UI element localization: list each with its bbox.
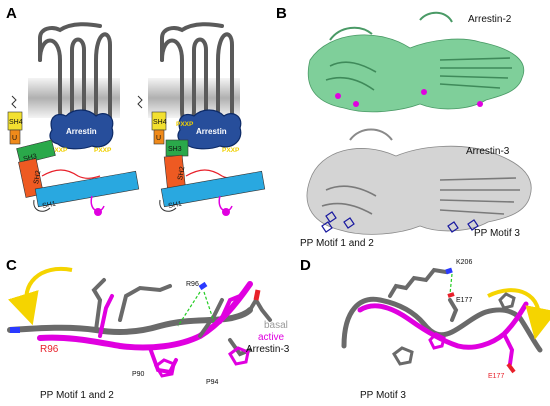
u-label-left: U [12, 135, 17, 142]
pxxp-left-1: PXXP [50, 147, 68, 154]
k206-sidechain [388, 267, 448, 298]
sh1-domain-left [34, 170, 140, 208]
r96-top-label: R96 [186, 281, 199, 288]
receptor-loop-right [160, 22, 224, 62]
pp-motif-3-residues [447, 219, 479, 233]
panel-d-letter: D [300, 257, 311, 274]
sh1-label-left: SH1 [42, 201, 57, 210]
u-domain-right [153, 129, 165, 145]
sh3-label-right: SH3 [168, 146, 182, 153]
e177-top-label: E177 [456, 297, 472, 304]
e177-active-sidechain [502, 332, 515, 366]
active-backbone-d [357, 301, 529, 350]
arrestin-2-pp-site-2 [353, 101, 359, 107]
proline-ring-d-3 [498, 292, 516, 310]
panel-a-letter: A [6, 5, 17, 22]
phospho-dot-left [94, 208, 102, 216]
sh2-domain-left [18, 158, 44, 198]
r96-bottom-label: R96 [40, 344, 59, 355]
arrestin-label-right: Arrestin [196, 127, 227, 136]
panel-a-left-schematic: Arrestin PXXP PXXP SH4 U SH3 SH2 SH1 [7, 22, 140, 216]
lipid-tail-left [11, 95, 17, 109]
panel-c: C R96 R96 P90 P94 basal active Arrestin-… [6, 257, 290, 401]
arrestin-3-label: Arrestin-3 [466, 146, 510, 157]
legend-arrestin-3: Arrestin-3 [246, 344, 290, 355]
legend-active: active [258, 332, 285, 343]
p94-ring [228, 346, 250, 366]
r96-guanidinium [198, 281, 208, 291]
basal-sidechains-c [91, 278, 272, 357]
pp-motif-3-label: PP Motif 3 [474, 228, 520, 239]
sh3-domain-left [16, 139, 56, 165]
u-domain-left [9, 129, 21, 145]
pxxp-right-1: PXXP [176, 121, 194, 128]
lipid-tail-right [137, 95, 143, 109]
sh1-tail-right [159, 199, 177, 212]
conformational-arrow-d [487, 288, 550, 340]
pxxp-left-2: PXXP [94, 147, 112, 154]
e177-basal-sidechain [448, 298, 459, 322]
arrestin-left [49, 109, 114, 150]
k206-label: K206 [456, 259, 472, 266]
sh2-label-right: SH2 [177, 166, 186, 181]
panel-b: B Arrestin-2 Arrestin-3 PP Motif 1 and 2… [276, 5, 532, 249]
arrestin-2-pp-site-1 [335, 93, 341, 99]
receptor-loop-left [38, 22, 102, 62]
pxxp-right-2: PXXP [222, 147, 240, 154]
conformational-arrow-c [8, 266, 73, 326]
e177-bottom-label: E177 [488, 373, 504, 380]
sh1-tail-left [33, 199, 51, 212]
sh2-label-left: SH2 [33, 170, 42, 185]
arrestin-label-left: Arrestin [66, 127, 97, 136]
arrestin-2-structure [307, 11, 525, 113]
sh1-domain-right [160, 170, 266, 208]
receptor-right [160, 32, 234, 132]
e177-basal-oxygen [447, 292, 455, 298]
linker-loop-left [41, 169, 101, 179]
panel-c-letter: C [6, 257, 17, 274]
p90-label: P90 [132, 371, 145, 378]
sh4-label-left: SH4 [9, 119, 23, 126]
arrestin-3-structure [306, 128, 532, 235]
panel-a: A Arrestin PXXP PXXP SH4 U SH3 SH2 [6, 5, 266, 216]
h-bond-d [449, 273, 453, 295]
arrestin-2-pp-site-3 [421, 89, 427, 95]
arrestin-2-pp-site-4 [477, 101, 483, 107]
receptor-left [38, 32, 112, 132]
h-bonds-c [177, 291, 215, 327]
e177-active-oxygen [506, 362, 516, 374]
proline-ring-d-2 [428, 332, 446, 350]
panel-d: D K206 E177 E177 PP Motif 3 [300, 257, 550, 401]
k206-amine [445, 267, 453, 275]
pp-motif-1-2-label: PP Motif 1 and 2 [300, 238, 374, 249]
p90-ring [154, 358, 176, 378]
oxygen-red-c [253, 289, 261, 301]
panel-b-letter: B [276, 5, 287, 22]
sh3-label-left: SH3 [23, 153, 38, 163]
pp-motif-1-2-residues [321, 211, 355, 233]
panel-c-caption: PP Motif 1 and 2 [40, 390, 114, 401]
sh4-label-right: SH4 [153, 119, 167, 126]
u-label-right: U [156, 135, 161, 142]
legend-basal: basal [264, 320, 288, 331]
p94-label: P94 [206, 379, 219, 386]
sh1-label-right: SH1 [168, 201, 183, 210]
panel-d-caption: PP Motif 3 [360, 390, 406, 401]
basal-backbone-c [7, 307, 253, 336]
active-backbone-c [37, 281, 253, 351]
panel-a-right-schematic: Arrestin PXXP PXXP SH4 U SH3 SH2 SH1 [137, 22, 266, 216]
proline-ring-d-1 [392, 346, 414, 366]
phospho-dot-right [222, 208, 230, 216]
arrestin-2-label: Arrestin-2 [468, 14, 512, 25]
